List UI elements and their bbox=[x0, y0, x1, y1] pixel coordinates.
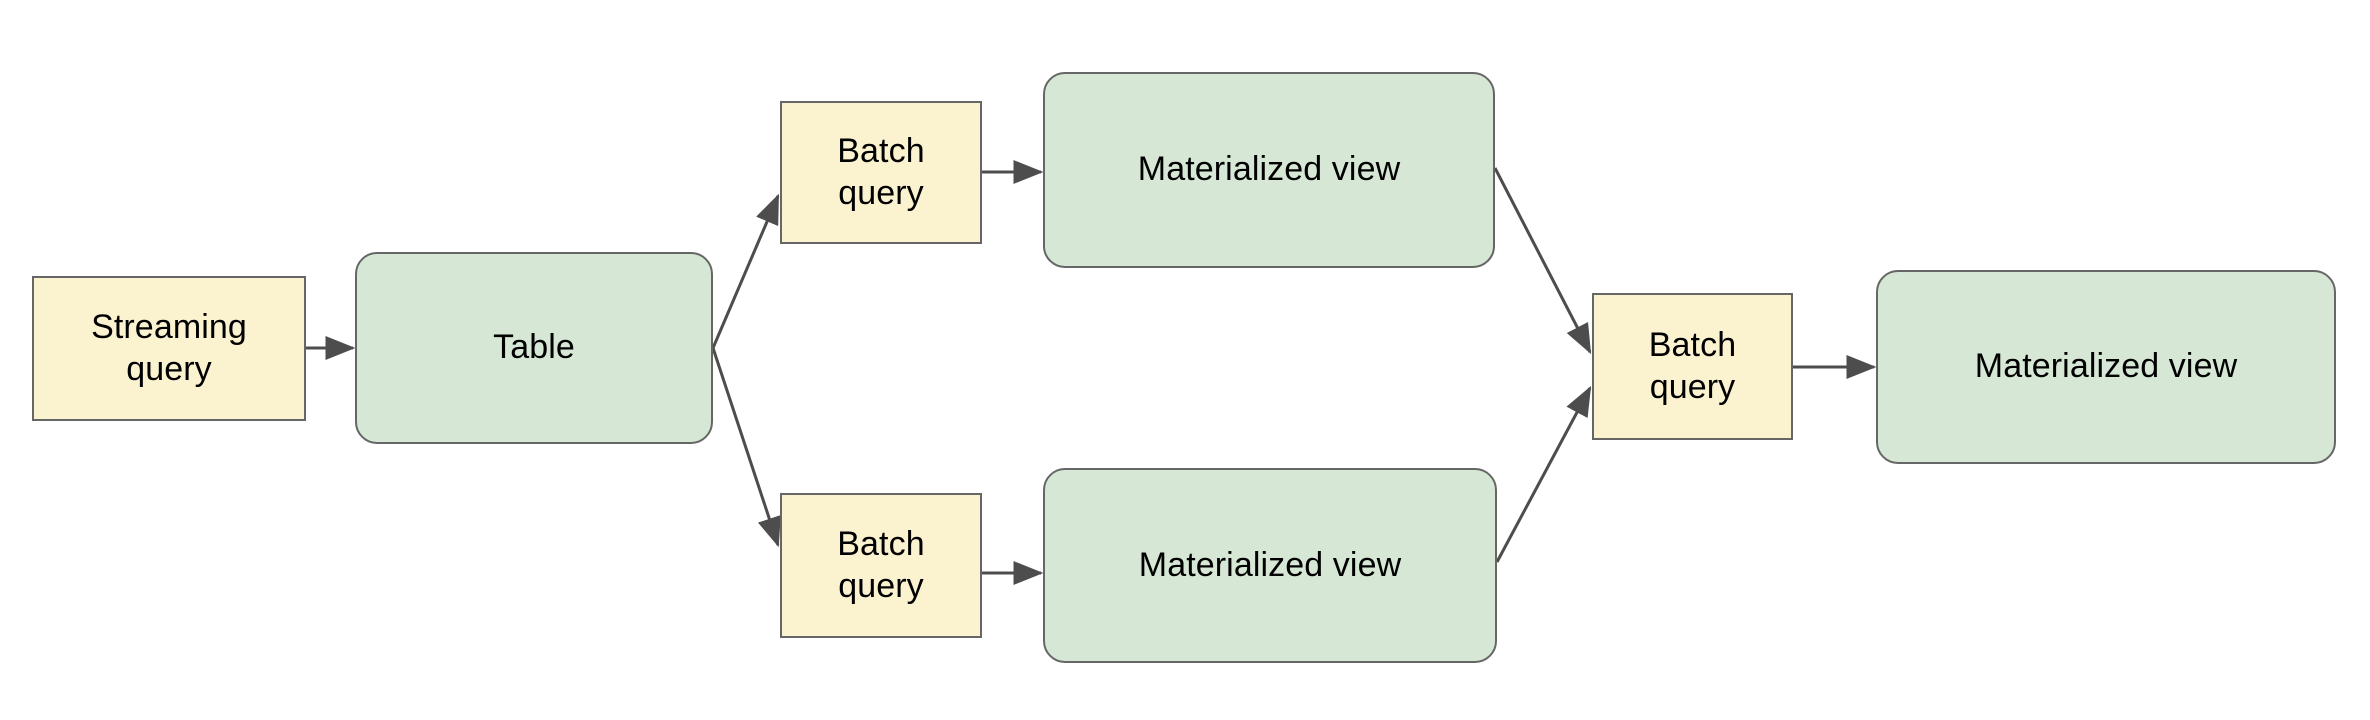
edge-table-to-batch-query-top bbox=[711, 193, 780, 349]
node-label-streaming-query: Streaming query bbox=[91, 308, 247, 388]
edge-materialized-view-top-to-batch-query-join bbox=[1493, 167, 1592, 355]
node-materialized-view-top[interactable]: Materialized view bbox=[1043, 72, 1495, 268]
node-label-materialized-view-final: Materialized view bbox=[1974, 347, 2238, 386]
node-streaming-query[interactable]: Streaming query bbox=[32, 276, 306, 421]
node-label-materialized-view-top: Materialized view bbox=[1137, 150, 1401, 189]
node-batch-query-top[interactable]: Batch query bbox=[780, 101, 982, 244]
node-label-table: Table bbox=[493, 328, 575, 367]
node-batch-query-bottom[interactable]: Batch query bbox=[780, 493, 982, 638]
node-label-batch-query-bottom: Batch query bbox=[837, 525, 925, 605]
edge-table-to-batch-query-bottom bbox=[711, 347, 781, 548]
node-table[interactable]: Table bbox=[355, 252, 713, 444]
edge-materialized-view-bottom-to-batch-query-join bbox=[1495, 385, 1592, 563]
node-materialized-view-bottom[interactable]: Materialized view bbox=[1043, 468, 1497, 663]
node-label-batch-query-join: Batch query bbox=[1648, 326, 1737, 406]
node-label-materialized-view-bottom: Materialized view bbox=[1138, 545, 1402, 584]
node-label-batch-query-top: Batch query bbox=[837, 132, 925, 212]
node-batch-query-join[interactable]: Batch query bbox=[1592, 293, 1793, 440]
node-materialized-view-final[interactable]: Materialized view bbox=[1876, 270, 2336, 464]
